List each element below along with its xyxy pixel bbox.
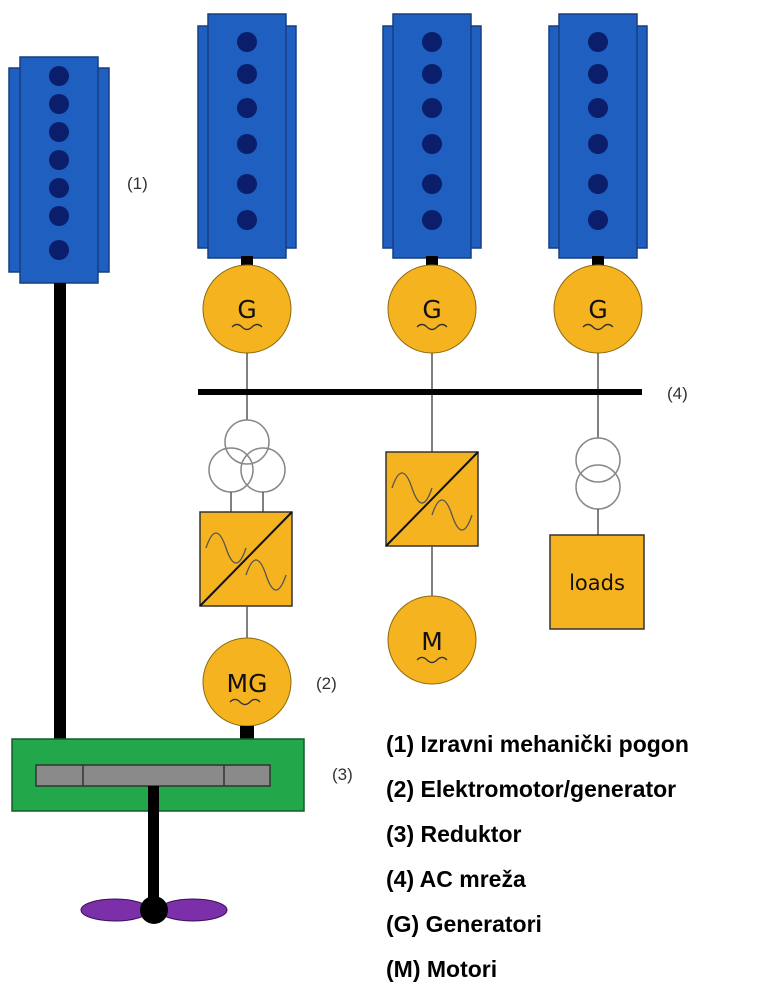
ac-bus-label: (4) (667, 384, 688, 403)
generator-2-label: G (422, 295, 441, 324)
frequency-converter-1 (199, 511, 293, 607)
engine-4 (548, 13, 648, 259)
gearbox-label: (3) (332, 765, 353, 784)
frequency-converter-2 (385, 451, 479, 547)
generator-3-label: G (588, 295, 607, 324)
legend-item: (M) Motori (386, 956, 497, 982)
motor-generator-label: (2) (316, 674, 337, 693)
two-winding-transformer (575, 437, 621, 510)
motor: M (387, 595, 477, 685)
legend-item: (3) Reduktor (386, 821, 522, 847)
legend-item: (1) Izravni mehanički pogon (386, 731, 689, 757)
engine-1-label: (1) (127, 174, 148, 193)
legend: (1) Izravni mehanički pogon (2) Elektrom… (386, 731, 689, 982)
motor-generator: MG (202, 637, 292, 727)
legend-item: (4) AC mreža (386, 866, 526, 892)
three-winding-transformer (208, 419, 286, 493)
motor-symbol: M (421, 627, 443, 656)
generator-3: G (553, 264, 643, 354)
engine-1-shaft (54, 283, 66, 769)
ac-bus (198, 389, 642, 395)
loads-box: loads (549, 534, 645, 630)
generator-1-label: G (237, 295, 256, 324)
propeller (80, 896, 228, 924)
engine-1 (8, 56, 110, 284)
generator-2: G (387, 264, 477, 354)
generator-1: G (202, 264, 292, 354)
loads-label: loads (569, 571, 625, 595)
engine-2 (197, 13, 297, 259)
motor-generator-symbol: MG (227, 669, 268, 698)
engine-3 (382, 13, 482, 259)
legend-item: (G) Generatori (386, 911, 542, 937)
gearbox (11, 738, 305, 812)
legend-item: (2) Elektromotor/generator (386, 776, 676, 802)
propeller-shaft (148, 786, 159, 910)
